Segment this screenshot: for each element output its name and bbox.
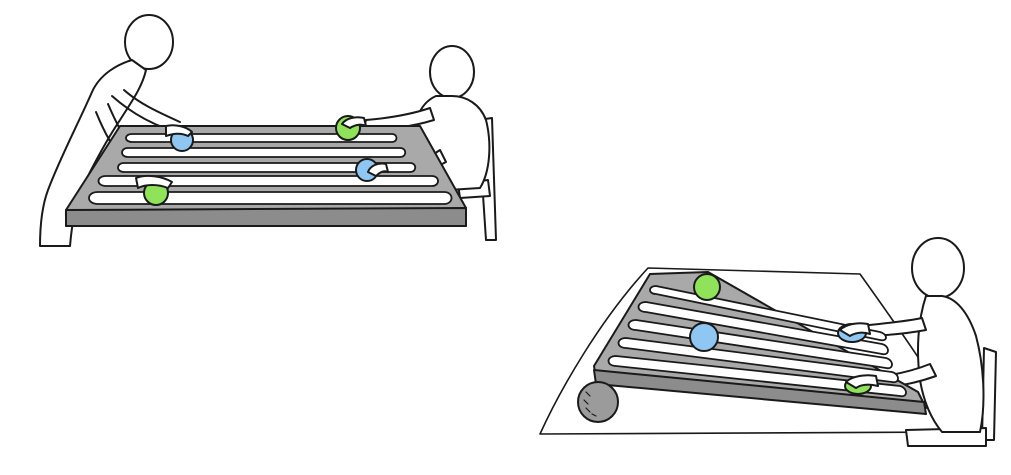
body <box>917 295 985 433</box>
board-front-edge <box>593 369 927 415</box>
hand-right-lower <box>367 162 389 177</box>
head <box>429 45 475 99</box>
table <box>65 125 467 227</box>
scene-tilted-board <box>539 237 997 447</box>
person-seated-right-2 <box>857 237 985 433</box>
table-front-edge <box>65 207 467 227</box>
head <box>911 237 965 299</box>
hand-upper-2 <box>839 322 871 337</box>
person-standing-left <box>39 14 181 247</box>
slots-front <box>88 175 453 205</box>
hand-left-lower <box>135 174 173 189</box>
head <box>124 14 174 70</box>
hand-left-upper <box>165 124 193 137</box>
hand-lower-2 <box>845 374 879 389</box>
support-ball <box>577 381 619 423</box>
ball-green-top <box>693 273 721 301</box>
arm-upper-inner <box>123 89 181 123</box>
body <box>39 59 147 247</box>
hand-right-upper <box>341 116 367 129</box>
slots-back <box>117 133 417 173</box>
scene-flat-table <box>39 14 497 247</box>
ball-blue-middle <box>689 322 719 352</box>
